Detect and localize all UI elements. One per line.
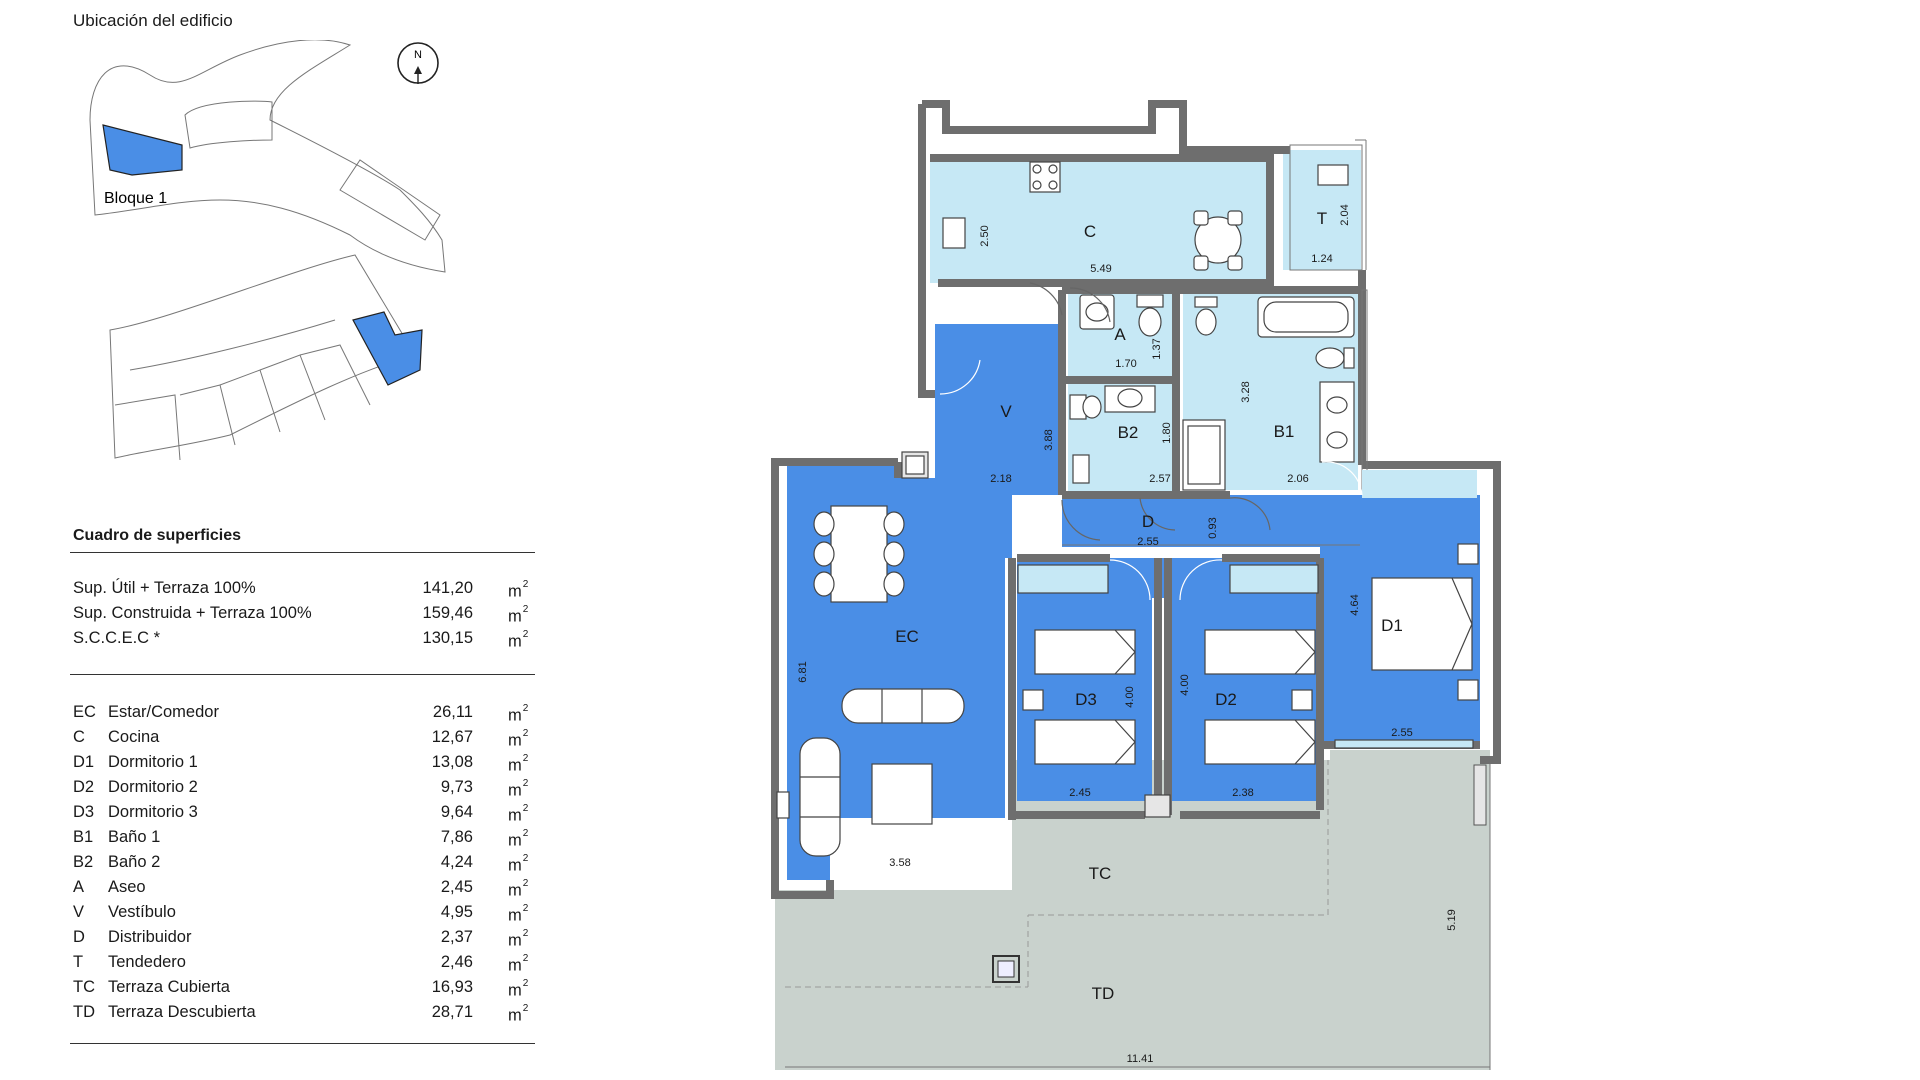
svg-text:6.81: 6.81 [797,661,809,682]
svg-text:2.18: 2.18 [990,473,1011,485]
bed-icon [1204,719,1316,765]
toilet-icon [1315,347,1345,369]
dining-table-icon [830,505,888,603]
bidet-icon [1072,454,1090,484]
svg-text:2.50: 2.50 [979,225,991,246]
vestibulo-area [935,324,1062,489]
dining-table-icon [1194,216,1242,264]
location-title: Ubicación del edificio [73,11,233,30]
svg-text:1.24: 1.24 [1311,253,1332,265]
room-label-tc: TC [1089,864,1112,883]
svg-text:2.38: 2.38 [1232,787,1253,799]
svg-text:2.57: 2.57 [1149,473,1170,485]
svg-text:2.45: 2.45 [1069,787,1090,799]
svg-text:3.58: 3.58 [889,857,910,869]
walls [771,100,1501,899]
sink-icon [942,217,966,249]
room-label-d3: D3 [1075,690,1097,709]
room-label-d2: D2 [1215,690,1237,709]
room-label-b1: B1 [1274,422,1295,441]
wall-details [1062,139,1368,546]
site-plot-upper [89,40,446,273]
svg-text:2.06: 2.06 [1287,473,1308,485]
svg-text:5.49: 5.49 [1090,263,1111,275]
toilet-icon [1138,307,1162,337]
bed-icon [1034,629,1136,675]
room-label-b2: B2 [1118,423,1139,442]
bed-icon [1204,629,1316,675]
svg-text:11.41: 11.41 [1127,1053,1154,1065]
block-label: Bloque 1 [104,190,167,207]
site-map: N Bloque 1 [89,40,446,461]
svg-text:2.55: 2.55 [1137,536,1158,548]
divider-top [70,552,535,553]
svg-text:1.80: 1.80 [1161,422,1173,443]
nightstand-icon [1457,679,1479,701]
coffee-table-icon [871,763,933,825]
svg-text:2.04: 2.04 [1339,204,1351,225]
svg-text:3.88: 3.88 [1043,429,1055,450]
nightstand-icon [1022,689,1044,711]
surfaces-title: Cuadro de superficies [73,527,242,544]
svg-text:2.55: 2.55 [1391,727,1412,739]
nightstand-icon [1291,689,1313,711]
sofa-icon [799,737,841,857]
lower-block-highlight [352,311,423,386]
north-arrow-icon: N [397,42,439,84]
svg-text:0.93: 0.93 [1207,517,1219,538]
svg-text:4.00: 4.00 [1124,686,1136,707]
bed-icon [1034,719,1136,765]
total-row: S.C.C.E.C * 130,15 m2 [73,629,529,651]
svg-text:1.37: 1.37 [1151,338,1163,359]
washing-machine-icon [1317,164,1349,186]
double-sink-icon [1319,381,1355,463]
nightstand-icon [1457,543,1479,565]
total-row: Sup. Construida + Terraza 100% 159,46 m2 [73,604,529,626]
svg-text:5.19: 5.19 [1446,909,1458,930]
terrace-descubierta-area [775,890,1490,1070]
double-bed-icon [1371,577,1473,671]
room-labels: C T A V B2 B1 D EC D3 D2 D1 TC TD [895,209,1403,1003]
room-label-d1: D1 [1381,616,1403,635]
svg-text:4.64: 4.64 [1349,594,1361,615]
room-label-td: TD [1092,984,1115,1003]
divider-bottom [70,1043,535,1044]
bloque-1-highlight [102,124,183,176]
room-label-d: D [1142,512,1154,531]
svg-text:3.28: 3.28 [1240,381,1252,402]
sofa-icon [841,688,965,724]
room-label-a: A [1114,325,1126,344]
north-label: N [414,49,422,61]
room-label-c: C [1084,222,1096,241]
svg-text:4.00: 4.00 [1179,674,1191,695]
dimension-labels: 5.49 2.50 1.24 2.04 1.70 1.37 3.28 2.06 … [797,204,1458,1065]
door-swings [939,282,1363,601]
room-label-ec: EC [895,627,919,646]
divider-middle [70,674,535,675]
room-label-v: V [1000,402,1012,421]
total-row: Sup. Útil + Terraza 100% 141,20 m2 [73,579,529,601]
site-plot-lower [109,254,416,461]
distribuidor-area [1062,495,1362,547]
left-panel: Ubicación del edificio N Bloque 1 [0,0,560,1080]
furniture [776,161,1479,857]
svg-text:1.70: 1.70 [1115,358,1136,370]
room-label-t: T [1317,209,1327,228]
